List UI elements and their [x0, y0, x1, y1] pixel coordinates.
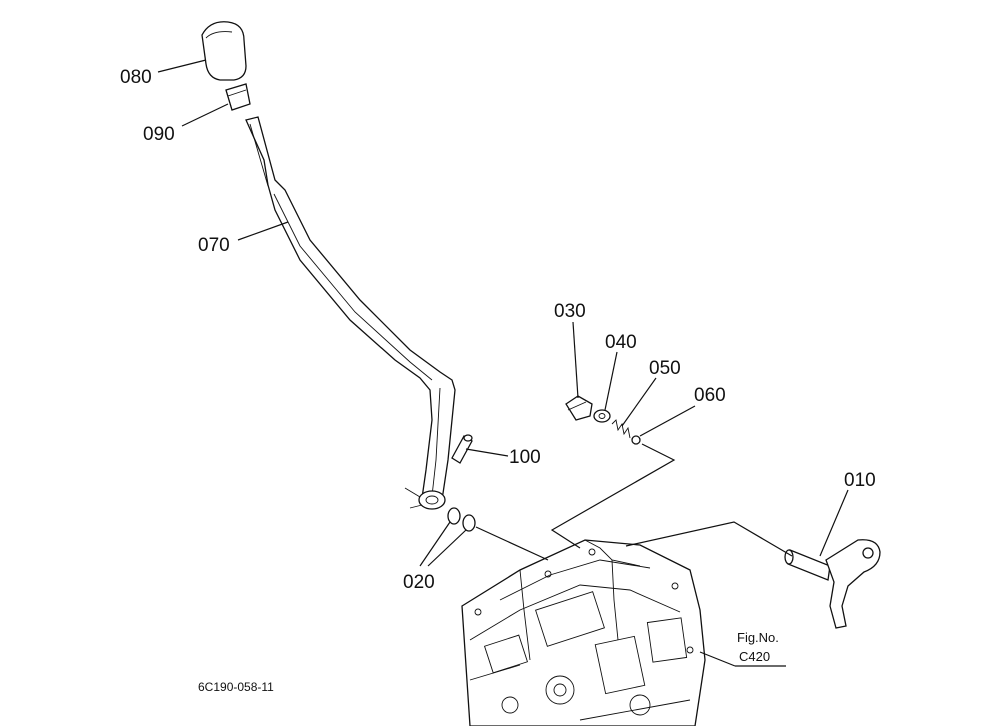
label-070: 070: [198, 235, 230, 256]
label-030: 030: [554, 301, 586, 322]
assembly-lines: [475, 443, 793, 667]
label-050: 050: [649, 358, 681, 379]
label-010: 010: [844, 470, 876, 491]
transmission-case: [461, 539, 706, 726]
label-060: 060: [694, 385, 726, 406]
drawing-code: 6C190-058-11: [198, 680, 274, 694]
part-100-pin: [451, 434, 473, 464]
part-070-lever: [245, 116, 456, 510]
label-040: 040: [605, 332, 637, 353]
part-050-spring: [611, 419, 631, 439]
part-060-ball: [631, 435, 641, 445]
part-010-shift-arm: [784, 539, 881, 629]
label-020: 020: [403, 572, 435, 593]
part-040-washer: [593, 409, 611, 423]
part-080-knob: [201, 21, 247, 81]
leader-lines: [157, 59, 849, 567]
label-090: 090: [143, 124, 175, 145]
part-090-collar: [225, 83, 251, 111]
part-020-o-rings: [447, 507, 476, 532]
figure-ref-line2: C420: [739, 649, 770, 664]
label-080: 080: [120, 67, 152, 88]
part-030-plug: [565, 395, 593, 421]
figure-ref-line1: Fig.No.: [737, 630, 779, 645]
label-100: 100: [509, 447, 541, 468]
